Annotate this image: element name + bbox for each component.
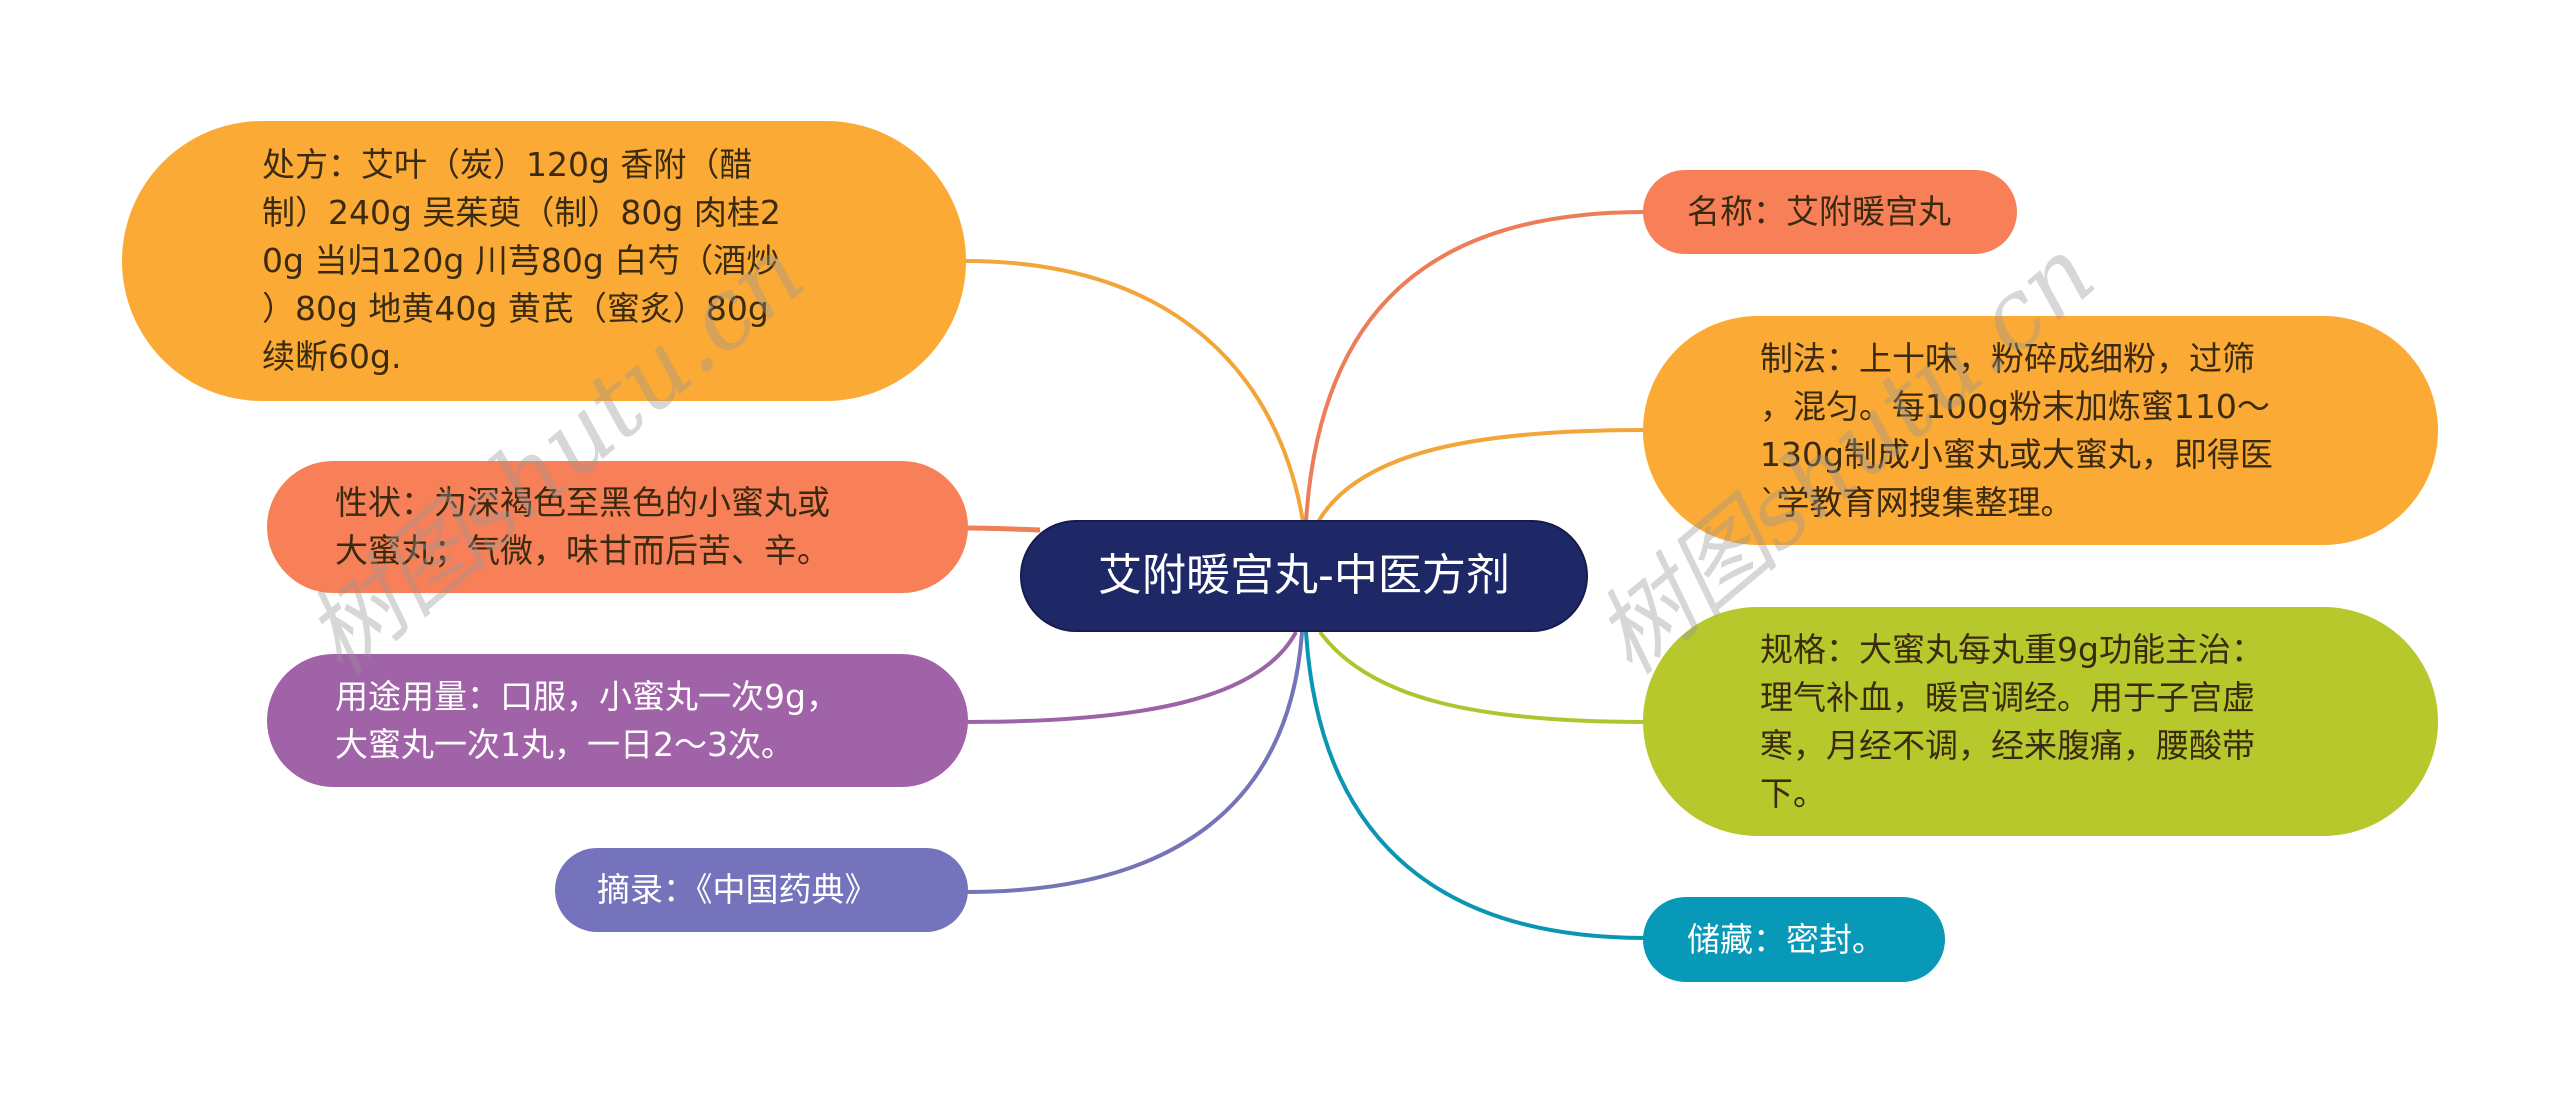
node-zhifa[interactable]: 制法：上十味，粉碎成细粉，过筛 ，混匀。每100g粉末加炼蜜110～ 130g制… bbox=[1643, 316, 2438, 545]
central-topic-text: 艾附暖宫丸-中医方剂 bbox=[1098, 550, 1510, 601]
link-zhailu bbox=[965, 631, 1304, 894]
link-chucang bbox=[1304, 631, 1646, 940]
node-xingzhuang-text: 性状：为深褐色至黑色的小蜜丸或 大蜜丸；气微，味甘而后苦、辛。 bbox=[335, 483, 830, 570]
node-mingcheng[interactable]: 名称：艾附暖宫丸 bbox=[1643, 170, 2017, 254]
link-xingzhuang bbox=[965, 525, 1041, 533]
node-zhailu[interactable]: 摘录：《中国药典》 bbox=[555, 848, 968, 932]
link-mingcheng bbox=[1304, 210, 1646, 523]
node-xingzhuang[interactable]: 性状：为深褐色至黑色的小蜜丸或 大蜜丸；气微，味甘而后苦、辛。 bbox=[267, 461, 968, 593]
node-zhifa-text: 制法：上十味，粉碎成细粉，过筛 ，混匀。每100g粉末加炼蜜110～ 130g制… bbox=[1760, 338, 2273, 522]
node-zhailu-text: 摘录：《中国药典》 bbox=[597, 870, 878, 909]
node-chufang-text: 处方：艾叶（炭）120g 香附（醋 制）240g 吴茱萸（制）80g 肉桂2 0… bbox=[262, 145, 781, 376]
node-guige[interactable]: 规格：大蜜丸每丸重9g功能主治： 理气补血，暖宫调经。用于子宫虚 寒，月经不调，… bbox=[1643, 607, 2438, 836]
node-chucang[interactable]: 储藏：密封。 bbox=[1643, 897, 1945, 982]
node-guige-text: 规格：大蜜丸每丸重9g功能主治： 理气补血，暖宫调经。用于子宫虚 寒，月经不调，… bbox=[1760, 629, 2264, 813]
node-yongtu-text: 用途用量：口服，小蜜丸一次9g， 大蜜丸一次1丸，一日2～3次。 bbox=[335, 676, 839, 764]
node-chucang-text: 储藏：密封。 bbox=[1687, 919, 1885, 959]
link-yongtu bbox=[965, 631, 1298, 724]
node-chufang[interactable]: 处方：艾叶（炭）120g 香附（醋 制）240g 吴茱萸（制）80g 肉桂2 0… bbox=[122, 121, 966, 401]
node-yongtu[interactable]: 用途用量：口服，小蜜丸一次9g， 大蜜丸一次1丸，一日2～3次。 bbox=[267, 654, 968, 787]
link-chufang bbox=[965, 259, 1305, 523]
central-topic[interactable]: 艾附暖宫丸-中医方剂 bbox=[1020, 520, 1588, 632]
link-guige bbox=[1318, 630, 1646, 724]
link-zhifa bbox=[1316, 428, 1646, 524]
node-mingcheng-text: 名称：艾附暖宫丸 bbox=[1687, 192, 1951, 231]
